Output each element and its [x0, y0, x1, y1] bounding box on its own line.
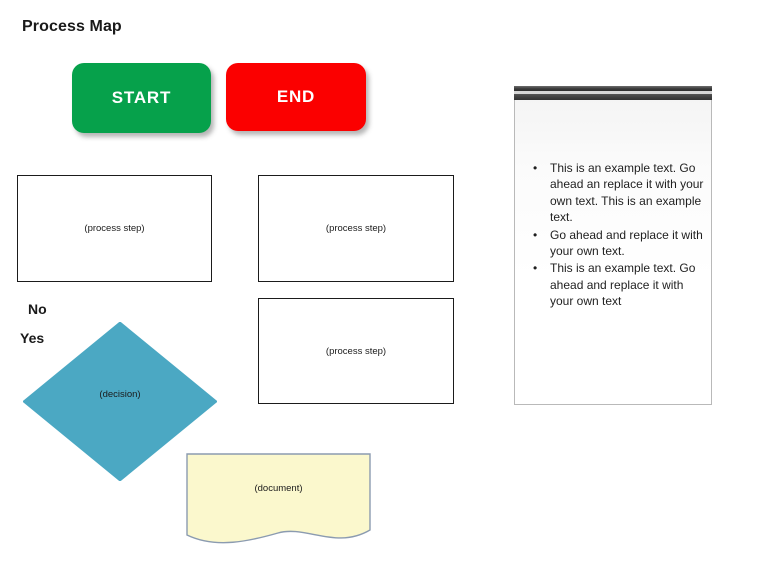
- bullet-icon: •: [533, 261, 538, 276]
- process-step-box-3[interactable]: (process step): [258, 298, 454, 404]
- process-step-box-2[interactable]: (process step): [258, 175, 454, 282]
- branch-label-no: No: [28, 301, 47, 317]
- start-terminator-button[interactable]: START: [72, 63, 211, 133]
- notes-bullet-text: This is an example text. Go ahead an rep…: [550, 161, 704, 225]
- document-shape[interactable]: (document): [186, 453, 371, 550]
- decision-label: (decision): [99, 389, 141, 400]
- notes-bullet-text: Go ahead and replace it with your own te…: [550, 227, 703, 259]
- process-step-label-1: (process step): [84, 223, 145, 234]
- notes-bullet-item: • Go ahead and replace it with your own …: [523, 227, 705, 260]
- notes-bullet-text: This is an example text. Go ahead and re…: [550, 261, 696, 309]
- header-bar-gap: [514, 91, 712, 94]
- decision-diamond[interactable]: (decision): [23, 322, 217, 481]
- process-step-label-3: (process step): [325, 345, 387, 357]
- notes-bullet-list: • This is an example text. Go ahead an r…: [523, 160, 705, 311]
- notes-bullet-item: • This is an example text. Go ahead and …: [523, 260, 705, 309]
- decision-diamond-shape: [23, 322, 217, 481]
- notes-panel: • This is an example text. Go ahead an r…: [514, 86, 712, 405]
- document-label: (document): [254, 483, 303, 494]
- bullet-icon: •: [533, 227, 538, 242]
- header-bar-top: [514, 86, 712, 91]
- page-title: Process Map: [22, 18, 122, 35]
- process-step-box-1[interactable]: (process step): [17, 175, 212, 282]
- header-bar-bottom: [514, 94, 712, 100]
- end-terminator-label: END: [276, 87, 316, 106]
- notes-bullet-item: • This is an example text. Go ahead an r…: [523, 160, 705, 226]
- start-terminator-label: START: [111, 88, 172, 107]
- bullet-icon: •: [533, 161, 538, 175]
- notes-panel-header: [514, 86, 712, 100]
- process-step-label-2: (process step): [325, 223, 387, 234]
- branch-label-yes: Yes: [20, 330, 45, 346]
- end-terminator-button[interactable]: END: [226, 63, 366, 131]
- document-shape-outline: [186, 453, 371, 544]
